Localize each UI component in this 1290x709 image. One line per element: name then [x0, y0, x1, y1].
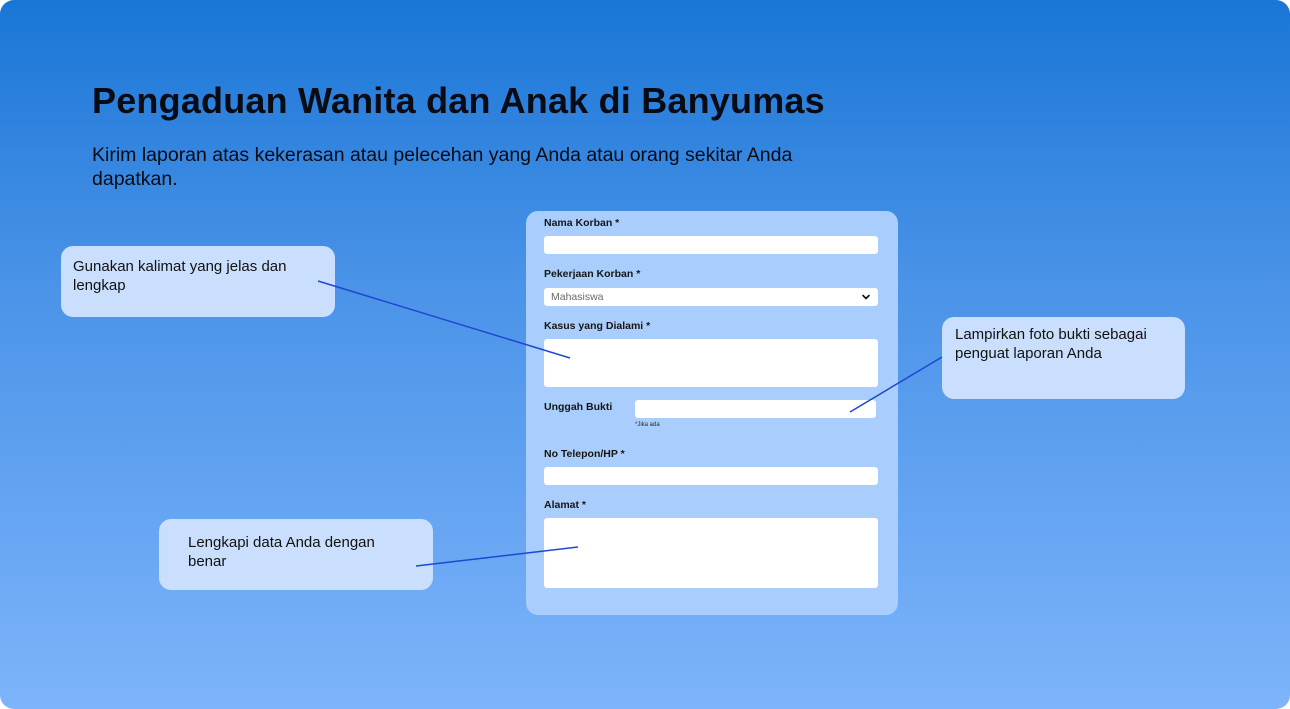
telepon-label: No Telepon/HP * — [544, 448, 625, 460]
page-subtitle: Kirim laporan atas kekerasan atau pelece… — [92, 144, 793, 190]
nama-korban-label: Nama Korban * — [544, 217, 620, 229]
pekerjaan-korban-label: Pekerjaan Korban * — [544, 268, 641, 280]
callout-foto-text: Lampirkan foto bukti sebagai penguat lap… — [955, 326, 1147, 362]
complaint-form: Nama Korban * Pekerjaan Korban * Mahasis… — [526, 211, 898, 615]
alamat-label: Alamat * — [544, 499, 587, 511]
unggah-bukti-label: Unggah Bukti — [544, 401, 613, 413]
unggah-bukti-hint: *Jika ada — [635, 422, 660, 428]
unggah-bukti-file-input[interactable] — [635, 400, 876, 418]
page-title: Pengaduan Wanita dan Anak di Banyumas — [92, 80, 825, 121]
callout-kalimat-text: Gunakan kalimat yang jelas dan lengkap — [73, 258, 287, 294]
kasus-textarea[interactable] — [544, 339, 878, 387]
callout-kalimat: Gunakan kalimat yang jelas dan lengkap — [61, 246, 335, 317]
alamat-textarea[interactable] — [544, 518, 878, 588]
nama-korban-input[interactable] — [544, 236, 878, 254]
pekerjaan-korban-select[interactable]: Mahasiswa — [544, 288, 878, 306]
chevron-down-icon — [862, 294, 870, 300]
callout-data: Lengkapi data Anda dengan benar — [159, 519, 433, 590]
pekerjaan-korban-selected-value: Mahasiswa — [551, 291, 604, 303]
telepon-input[interactable] — [544, 467, 878, 485]
callout-data-text: Lengkapi data Anda dengan benar — [188, 534, 375, 570]
callout-foto: Lampirkan foto bukti sebagai penguat lap… — [942, 317, 1185, 399]
kasus-label: Kasus yang Dialami * — [544, 320, 651, 332]
